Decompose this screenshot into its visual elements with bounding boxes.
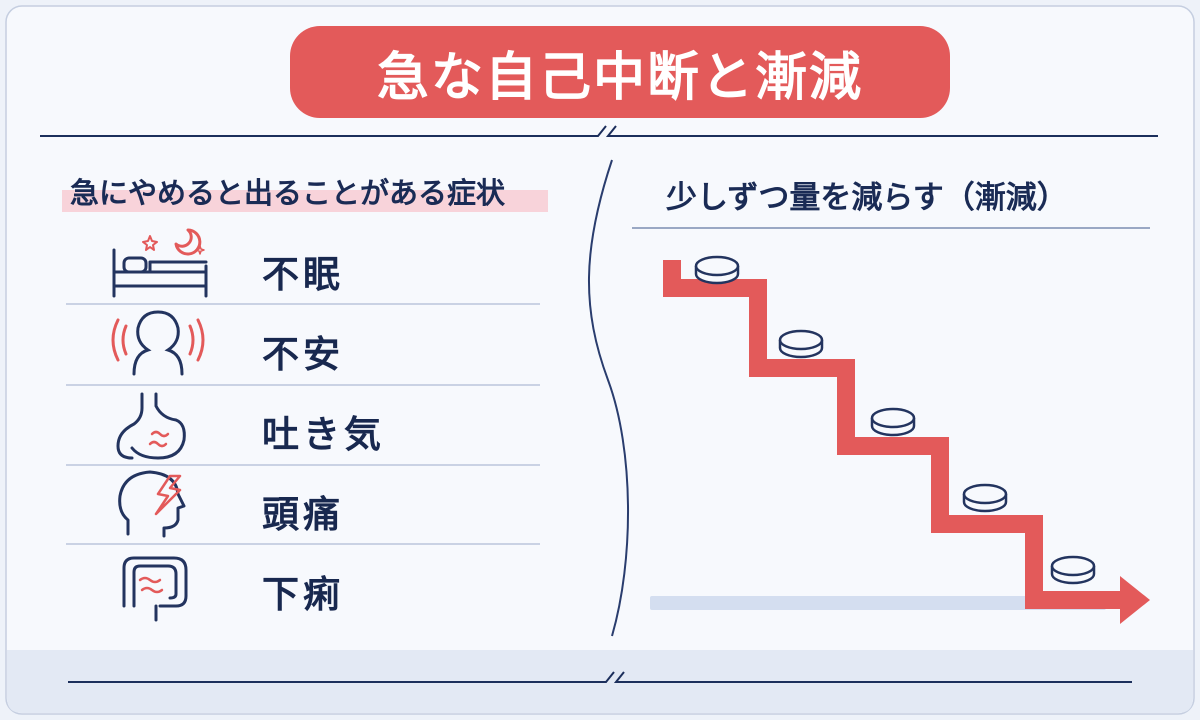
panel-divider	[588, 159, 630, 637]
bed-moon-icon	[112, 228, 208, 298]
pill-dose-icon	[962, 483, 1008, 513]
symptom-label-headache: 頭痛	[262, 493, 344, 536]
heading-highlight	[62, 190, 548, 212]
stomach-nausea-icon	[116, 392, 186, 460]
page-title: 急な自己中断と漸減	[376, 47, 863, 108]
pill-dose-icon	[1050, 555, 1096, 585]
symptom-label-nausea: 吐き気	[262, 413, 385, 456]
bottom-separator	[68, 671, 1132, 683]
head-lightning-icon	[118, 470, 186, 538]
pill-dose-icon	[694, 255, 740, 285]
tapering-staircase	[663, 260, 1124, 609]
staircase-arrowhead	[1120, 576, 1150, 624]
outer-frame	[5, 5, 1195, 715]
symptom-label-insomnia: 不眠	[262, 253, 344, 296]
intestine-icon	[122, 556, 188, 622]
row-dividers	[66, 303, 540, 545]
baseline-bar	[650, 596, 1106, 610]
symptom-label-diarrhea: 下痢	[262, 573, 344, 616]
title-banner	[290, 26, 950, 118]
top-separator	[40, 125, 1158, 137]
taper-heading: 少しずつ量を減らす（漸減）	[666, 180, 1068, 216]
pill-dose-icon	[870, 407, 916, 437]
pill-dose-icon	[778, 329, 824, 359]
symptoms-heading: 急にやめると出ることがある症状	[70, 176, 506, 210]
anxious-head-icon	[111, 310, 205, 376]
symptom-label-anxiety: 不安	[262, 333, 344, 376]
